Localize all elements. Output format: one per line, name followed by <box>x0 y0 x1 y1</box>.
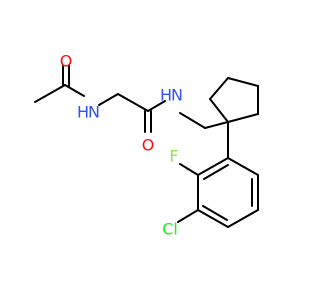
bond-ring5-b <box>209 77 229 100</box>
atom-label-amide-hydrogen-2: H <box>160 86 172 105</box>
bond-ring5-a <box>209 98 229 123</box>
bond-ar-4 <box>197 209 229 228</box>
bond-ar-f <box>179 163 199 176</box>
atom-label-fluorine: F <box>169 147 178 166</box>
bond-ch2-quaternary <box>204 121 229 129</box>
atom-label-amide-nitrogen-2: N <box>171 86 183 105</box>
bond-methyl-carbonyl <box>34 84 66 103</box>
atom-label-amide-nitrogen-1: N <box>88 103 100 122</box>
bond-ar-6-inner <box>203 164 229 180</box>
bond-ar-6 <box>197 157 229 176</box>
atom-label-carbonyl-oxygen: O <box>60 52 73 71</box>
bond-ar-4-inner <box>202 205 228 221</box>
atom-label-layer: O H N H N O F Cl <box>60 52 183 239</box>
molecule-diagram: O H N H N O F Cl <box>34 52 259 239</box>
bond-n-ch2 <box>98 93 119 106</box>
bond-ar-1 <box>227 157 259 176</box>
bond-layer <box>34 65 259 228</box>
bond-ch2-amide-c <box>117 93 149 112</box>
atom-label-chlorine: Cl <box>162 220 178 239</box>
bond-carbonyl-n <box>64 84 85 97</box>
atom-label-amide-oxygen: O <box>142 136 155 155</box>
atom-label-amide-hydrogen-1: H <box>77 103 89 122</box>
bond-ring5-c <box>227 77 259 87</box>
structure-canvas: O H N H N O F Cl <box>34 52 259 239</box>
bond-n-ch2-2 <box>179 112 206 129</box>
bond-ring5-e <box>227 113 259 123</box>
bond-ar-cl <box>177 209 199 223</box>
bond-amide-c-n <box>147 100 166 112</box>
bond-ar-3 <box>227 209 259 228</box>
